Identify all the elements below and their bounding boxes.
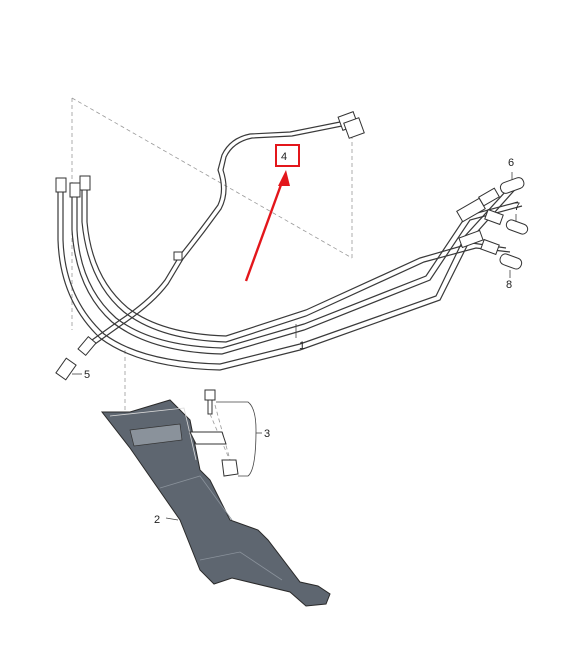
callout-5: 5 bbox=[84, 369, 90, 381]
callout-7: 7 bbox=[514, 201, 520, 213]
brake-line-bundle bbox=[55, 175, 523, 371]
callout-1: 1 bbox=[299, 340, 305, 352]
callout-3: 3 bbox=[264, 428, 270, 440]
callout-8: 8 bbox=[506, 279, 512, 291]
callout-2: 2 bbox=[154, 514, 160, 526]
fittings-right bbox=[478, 172, 529, 278]
callout-4: 4 bbox=[281, 151, 287, 163]
callout-6: 6 bbox=[508, 157, 514, 169]
fitting-5 bbox=[55, 357, 82, 381]
heat-shield bbox=[100, 399, 331, 607]
single-brake-line bbox=[77, 111, 365, 357]
highlight-marker bbox=[244, 144, 300, 282]
